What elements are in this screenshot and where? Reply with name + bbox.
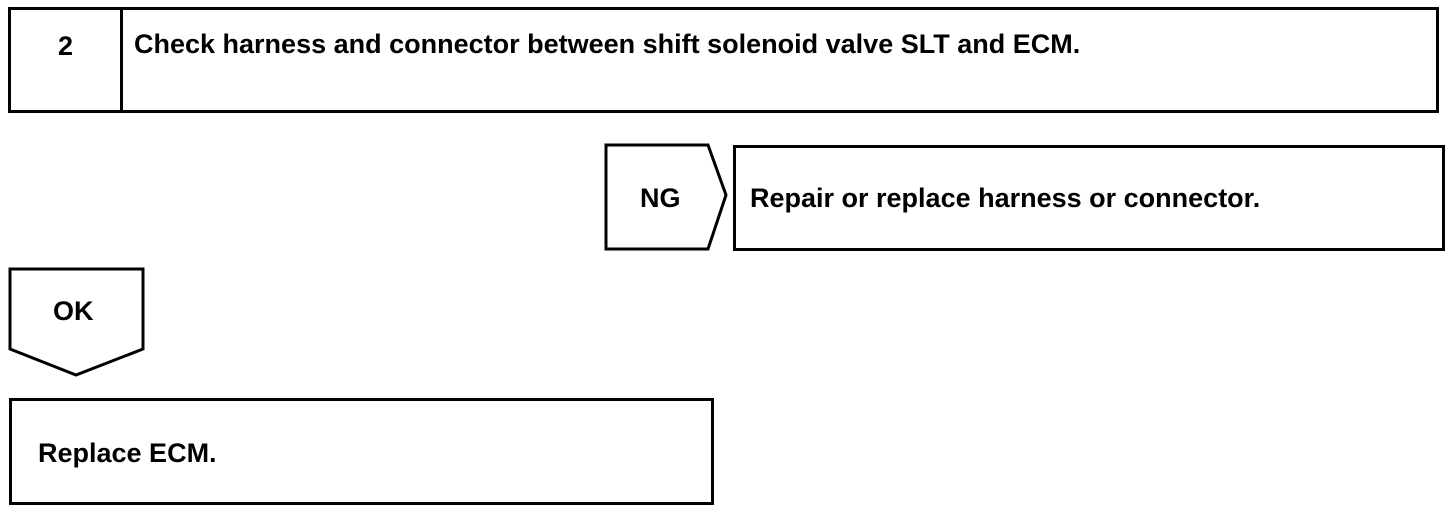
step-title: Check harness and connector between shif… bbox=[134, 29, 1081, 59]
ok-label: OK bbox=[53, 296, 94, 326]
ng-arrow-tag bbox=[604, 143, 728, 251]
step-box bbox=[8, 7, 1439, 113]
step-number: 2 bbox=[58, 31, 74, 61]
ok-action-text: Replace ECM. bbox=[38, 438, 217, 468]
ng-label: NG bbox=[640, 183, 681, 213]
step-number-divider bbox=[120, 10, 123, 110]
ok-action-box bbox=[9, 398, 714, 505]
ng-action-box bbox=[733, 145, 1445, 251]
ng-action-text: Repair or replace harness or connector. bbox=[750, 183, 1261, 213]
ok-arrow-tag bbox=[8, 267, 145, 377]
